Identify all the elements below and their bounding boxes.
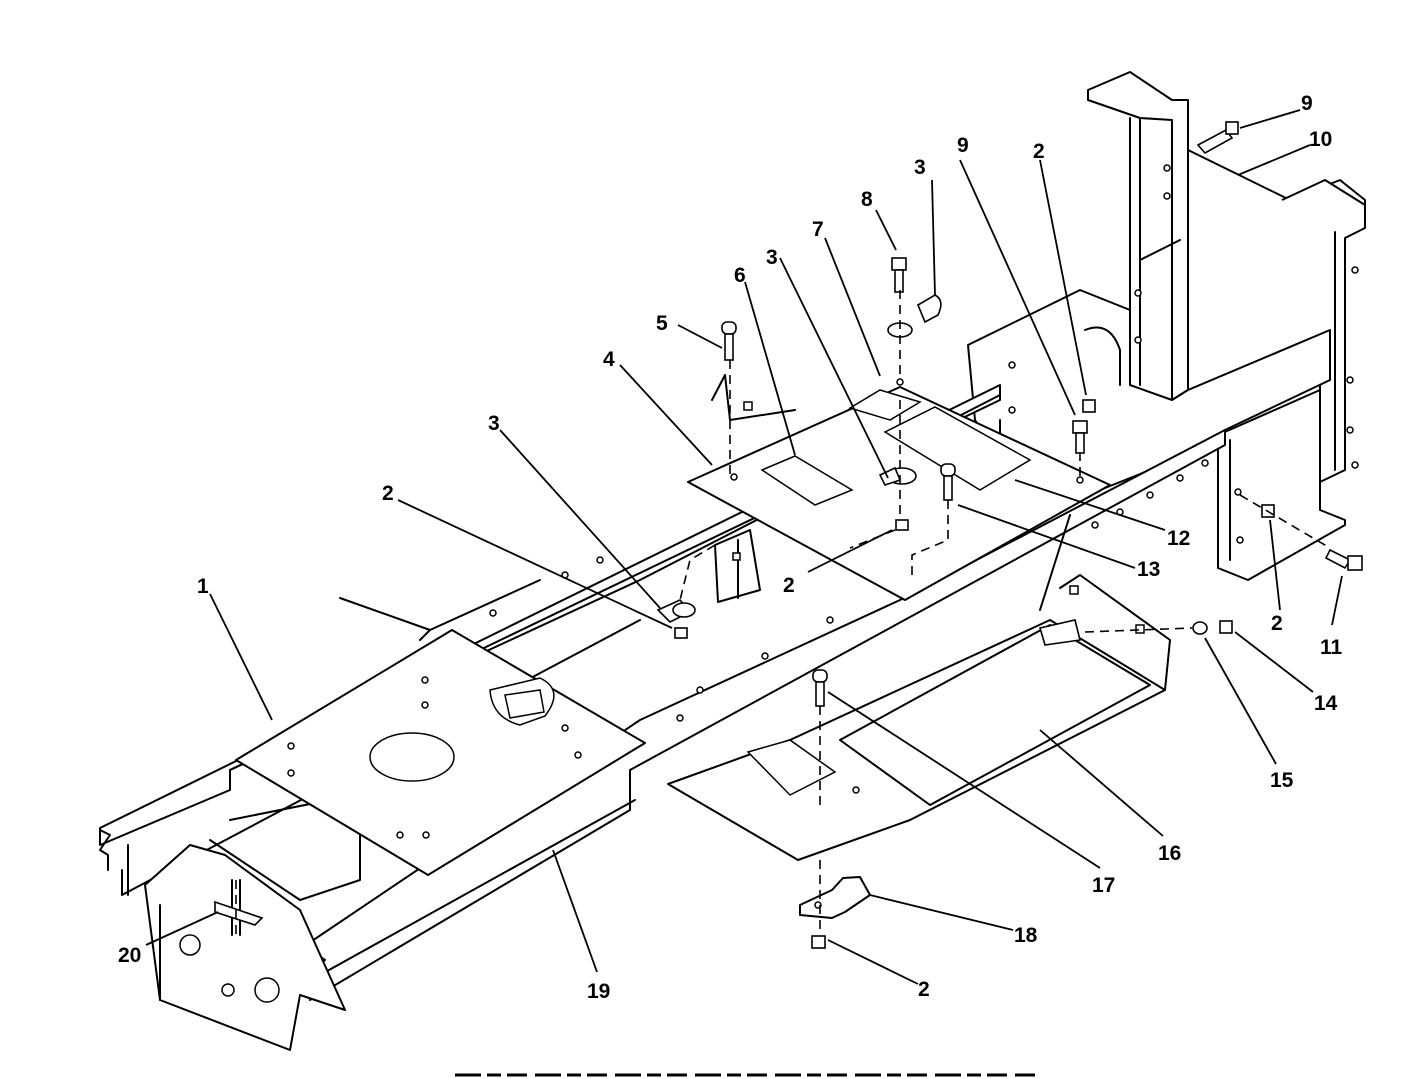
callout-3-left: 3 <box>488 412 500 435</box>
callout-9-center: 9 <box>957 134 969 157</box>
callout-18: 18 <box>1014 924 1038 947</box>
callout-7: 7 <box>812 218 824 241</box>
callout-16: 16 <box>1158 842 1181 865</box>
callout-14: 14 <box>1314 692 1338 715</box>
clamp-bracket <box>799 876 871 919</box>
floor-pan <box>667 514 1171 861</box>
callout-10: 10 <box>1309 128 1332 151</box>
callout-5: 5 <box>656 312 668 335</box>
callout-9-right: 9 <box>1301 92 1313 115</box>
fastener-hardware <box>656 121 1363 949</box>
callout-19: 19 <box>587 980 610 1003</box>
callout-2-left: 2 <box>382 482 394 505</box>
callout-17: 17 <box>1092 874 1115 897</box>
callout-labels: 1 2 2 2 2 2 2 3 3 3 4 5 6 7 8 9 9 10 11 … <box>118 92 1343 1003</box>
middle-cover-plate <box>687 374 1111 601</box>
callout-11: 11 <box>1320 636 1343 659</box>
callout-3-top: 3 <box>914 156 926 179</box>
callout-2-bottom: 2 <box>918 978 930 1001</box>
callout-1: 1 <box>197 575 209 598</box>
callout-15: 15 <box>1270 769 1294 792</box>
side-mount-bracket <box>1217 389 1346 581</box>
callout-2-upper: 2 <box>1033 140 1045 163</box>
callout-2-side: 2 <box>1271 612 1283 635</box>
front-top-plate <box>235 629 646 876</box>
callout-2-center: 2 <box>783 574 795 597</box>
callout-6: 6 <box>734 264 746 287</box>
callout-4: 4 <box>603 348 615 371</box>
callout-8: 8 <box>861 188 873 211</box>
inner-bracket <box>714 529 761 603</box>
callout-12: 12 <box>1167 527 1190 550</box>
assembly-dash-lines <box>235 290 1331 940</box>
callout-13: 13 <box>1137 558 1160 581</box>
leader-lines <box>145 109 1343 985</box>
callout-3-center: 3 <box>766 246 778 269</box>
callout-20: 20 <box>118 944 141 967</box>
